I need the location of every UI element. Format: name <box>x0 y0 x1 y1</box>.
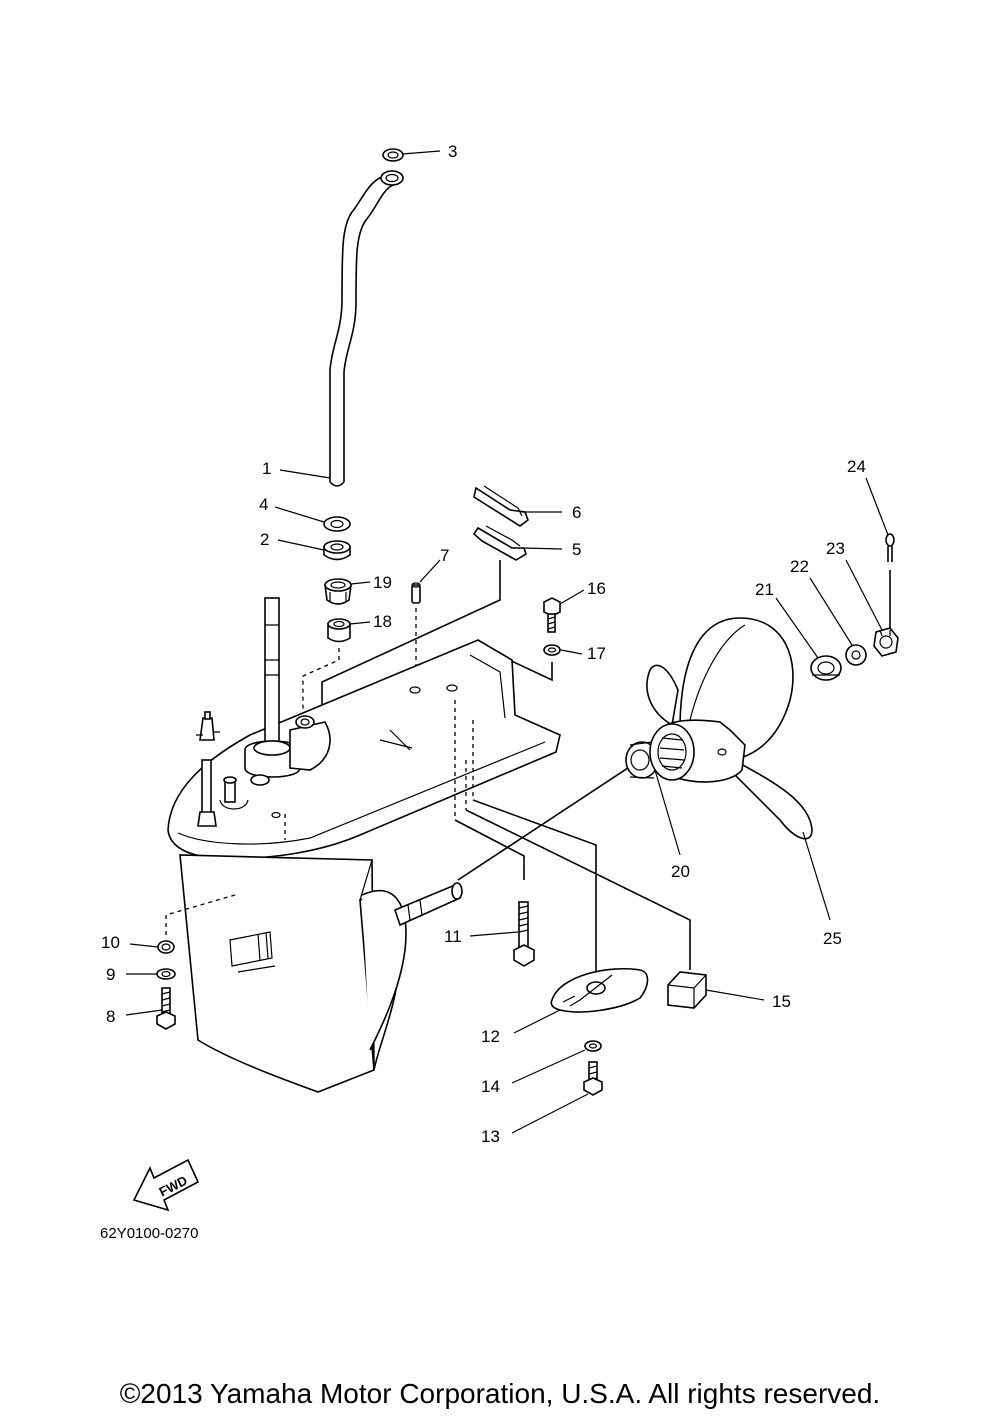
part-17-washer <box>543 644 561 656</box>
callout-9: 9 <box>106 965 115 984</box>
part-13-bolt <box>583 1061 603 1096</box>
part-22-washer <box>845 644 867 666</box>
callout-8: 8 <box>106 1007 115 1026</box>
part-6-rubber-seal <box>473 485 529 527</box>
fwd-arrow-icon: FWD <box>132 1158 200 1212</box>
callout-14: 14 <box>481 1077 500 1096</box>
part-12-trim-tab <box>550 967 649 1013</box>
callout-18: 18 <box>373 612 392 631</box>
part-9-washer <box>156 968 176 980</box>
part-14-washer <box>584 1040 602 1052</box>
part-8-bolt <box>156 987 176 1030</box>
guide-line-10 <box>165 894 236 935</box>
callout-21: 21 <box>755 580 774 599</box>
part-21-spacer <box>810 655 842 681</box>
copyright-notice: ©2013 Yamaha Motor Corporation, U.S.A. A… <box>119 1378 881 1409</box>
part-23-prop-nut <box>873 627 899 657</box>
callout-12: 12 <box>481 1027 500 1046</box>
part-2-seal <box>323 540 351 561</box>
callout-7: 7 <box>440 546 449 565</box>
part-15-anode <box>667 971 707 1009</box>
callout-1: 1 <box>262 459 271 478</box>
callout-3: 3 <box>448 142 457 161</box>
callout-6: 6 <box>572 503 581 522</box>
callout-19: 19 <box>373 573 392 592</box>
guide-line-20 <box>457 759 641 881</box>
callout-2: 2 <box>260 530 269 549</box>
part-1-water-tube <box>329 170 404 487</box>
part-16-bolt <box>543 597 561 633</box>
part-10-washer <box>157 940 175 954</box>
callout-24: 24 <box>847 457 866 476</box>
part-25-propeller <box>646 617 813 840</box>
callout-16: 16 <box>587 579 606 598</box>
callout-23: 23 <box>826 539 845 558</box>
callout-22: 22 <box>790 557 809 576</box>
callout-15: 15 <box>772 992 791 1011</box>
guide-line-15 <box>465 809 691 970</box>
part-19-seal-holder <box>324 578 352 605</box>
lower-unit-housing <box>167 597 561 1093</box>
guide-line-11 <box>454 819 525 880</box>
guide-line-12 <box>472 799 597 985</box>
guide-line-18 <box>302 648 340 740</box>
part-18-collar <box>327 618 351 643</box>
part-4-grommet <box>323 516 351 532</box>
callout-13: 13 <box>481 1127 500 1146</box>
callout-20: 20 <box>671 862 690 881</box>
callout-11: 11 <box>444 927 462 946</box>
part-24-cotter-pin <box>885 533 895 562</box>
part-11-bolt <box>513 901 535 967</box>
callout-4: 4 <box>259 495 268 514</box>
callout-labels: 1 2 3 4 5 6 7 8 9 10 11 12 13 14 15 16 1… <box>101 142 866 1146</box>
callout-17: 17 <box>587 644 606 663</box>
part-5-rubber-seal <box>472 525 527 561</box>
callout-25: 25 <box>823 929 842 948</box>
callout-10: 10 <box>101 933 120 952</box>
part-7-dowel-pin <box>411 582 421 690</box>
diagram-code: 62Y0100-0270 <box>100 1225 198 1242</box>
leader-lines <box>125 150 889 1134</box>
part-3-washer <box>382 148 404 162</box>
callout-5: 5 <box>572 540 581 559</box>
